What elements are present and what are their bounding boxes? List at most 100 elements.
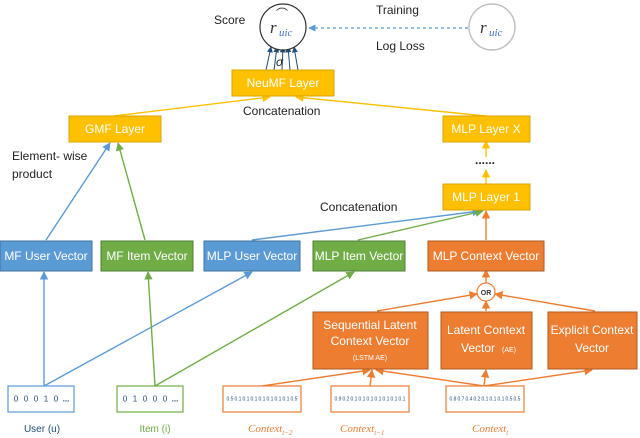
svg-text:NeuMF Layer: NeuMF Layer <box>247 76 320 90</box>
svg-text:MLP Layer X: MLP Layer X <box>451 122 520 136</box>
mlp-layer-1: MLP Layer 1 <box>442 183 531 211</box>
input-vector-cell: 1 <box>133 395 138 404</box>
arrow-seq-or <box>376 291 478 312</box>
svg-text:MLP Layer 1: MLP Layer 1 <box>452 190 520 204</box>
score-label: Score <box>214 13 246 27</box>
arrow-mfitem-gmf <box>115 142 146 241</box>
svg-text:MF User Vector: MF User Vector <box>4 249 87 263</box>
svg-text:(AE): (AE) <box>502 347 516 354</box>
arrow-explicit-or <box>494 291 596 312</box>
arrow-neumf-score-4 <box>285 46 292 71</box>
arrow-neumf-score-2 <box>273 46 280 71</box>
svg-text:Context Vector: Context Vector <box>331 334 410 348</box>
svg-text:Latent Context: Latent Context <box>447 323 526 337</box>
input-vector-frame <box>222 385 302 413</box>
element-wise-label-2: product <box>12 167 53 181</box>
input-vector-cell: 0 <box>24 395 29 404</box>
arrow-mlpx-neumf <box>295 93 487 117</box>
input-vector-cell: ... <box>63 395 70 404</box>
gmf-layer: GMF Layer <box>68 115 162 143</box>
arrow-ctxt2-seq <box>261 366 371 387</box>
input-vector-cell: 0.5 <box>291 397 298 403</box>
predicted-score-sub: uic <box>279 27 293 39</box>
sequential-latent-context-vector: Sequential Latent Context Vector (LSTM A… <box>312 311 429 370</box>
input-vector-cell: 0.1 <box>243 397 250 403</box>
input-vector-cell: 0.1 <box>259 397 266 403</box>
input-vector-cell: 0 <box>123 395 128 404</box>
predicted-score-circle <box>259 3 307 51</box>
true-score-circle <box>468 3 516 51</box>
sigma-label: σ <box>276 55 284 69</box>
svg-text:MLP User Vector: MLP User Vector <box>207 249 297 263</box>
explicit-context-vector: Explicit Context Vector <box>547 311 638 370</box>
predicted-score-hat: ⌒ <box>276 7 288 21</box>
svg-text:Sequential Latent: Sequential Latent <box>323 318 417 332</box>
input-vector-cell: 0.1 <box>351 397 358 403</box>
arrow-item-mlpitem <box>154 271 355 387</box>
context-t-label: Contextt <box>472 423 509 437</box>
arrow-user-mlpuser <box>43 271 253 387</box>
input-vector-cell: 0.1 <box>375 397 382 403</box>
svg-text:Vector: Vector <box>461 341 495 355</box>
mlp-layer-x: MLP Layer X <box>442 115 531 143</box>
arrow-item-mfitem <box>144 271 156 387</box>
input-vector-cell: 0.2 <box>474 397 481 403</box>
arrow-ctxt-latent <box>480 369 490 387</box>
true-score-r: r <box>480 18 487 37</box>
context-t-minus-1-label: Contextt−1 <box>340 423 384 437</box>
or-node: OR <box>476 282 496 302</box>
arrow-mlpitem-mlp1 <box>357 208 484 241</box>
training-label: Training <box>376 3 419 17</box>
neumf-layer: NeuMF Layer <box>231 69 335 97</box>
input-vector-frame <box>330 385 410 413</box>
input-vector-cell: 0.1 <box>359 397 366 403</box>
arrow-mlpuser-mlp1 <box>251 207 481 241</box>
mf-item-vector: MF Item Vector <box>100 240 194 272</box>
mlp-user-vector: MLP User Vector <box>203 240 301 272</box>
concatenation-top-label: Concatenation <box>243 104 320 118</box>
input-vector-cell: 0.1 <box>267 397 274 403</box>
mf-user-vector: MF User Vector <box>0 240 93 272</box>
input-vector-frame <box>7 385 75 413</box>
input-vector-cell: ... <box>172 395 179 404</box>
input-vector-cell: 0.1 <box>235 397 242 403</box>
user-input-label: User (u) <box>24 424 60 435</box>
input-vector-cell: 0.1 <box>367 397 374 403</box>
input-vector-cell: 0.1 <box>490 397 497 403</box>
input-vector-cell: 0.1 <box>482 397 489 403</box>
input-vector-cell: 0 <box>153 395 158 404</box>
item-input-label: Item (i) <box>139 424 170 435</box>
connectors <box>39 24 596 387</box>
input-vector-cell: 0.5 <box>514 397 521 403</box>
score-output: Score ⌒ r uic σ Training Log Loss r uic <box>214 3 516 69</box>
input-vector-cell: 0.5 <box>506 397 513 403</box>
arrow-mfuser-gmf <box>45 142 111 241</box>
input-vector-cell: 0.1 <box>399 397 406 403</box>
true-score-sub: uic <box>489 27 503 39</box>
mlp-context-vector: MLP Context Vector <box>427 240 545 272</box>
svg-text:OR: OR <box>481 290 492 297</box>
svg-text:MLP Context Vector: MLP Context Vector <box>433 249 540 263</box>
input-vector-cell: 0 <box>34 395 39 404</box>
svg-text:MF Item Vector: MF Item Vector <box>106 249 187 263</box>
svg-text:MLP Item Vector: MLP Item Vector <box>315 249 403 263</box>
input-vector-cell: 0 <box>163 395 168 404</box>
input-vector-frame <box>116 385 184 413</box>
input-vector-cell: 0.1 <box>283 397 290 403</box>
mlp-item-vector: MLP Item Vector <box>312 240 406 272</box>
arrow-neumf-score-1 <box>265 46 273 71</box>
input-vector-cell: 0.1 <box>383 397 390 403</box>
input-vector-cell: 0 <box>143 395 148 404</box>
input-vector-cell: 0 <box>14 395 19 404</box>
arrow-ctxt-seq <box>375 366 485 387</box>
arrow-neumf-score-3 <box>279 46 286 71</box>
svg-text:GMF Layer: GMF Layer <box>85 122 145 136</box>
input-vector-cell: 0.7 <box>458 397 465 403</box>
svg-text:Explicit Context: Explicit Context <box>551 323 634 337</box>
arrow-ctxt1-seq <box>366 369 376 387</box>
input-vector-cell: 0 <box>54 395 59 404</box>
